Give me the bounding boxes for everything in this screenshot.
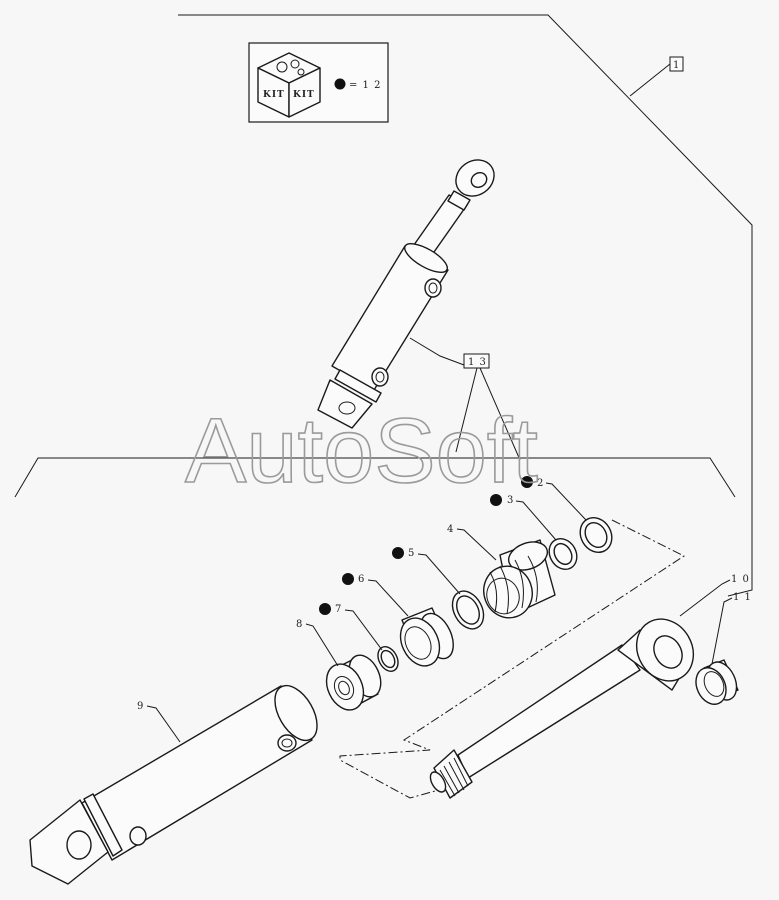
kit-dot-5 — [392, 547, 404, 559]
part-9-barrel — [29, 684, 318, 885]
svg-text:5: 5 — [408, 548, 415, 559]
kit-icon-text-right: KIT — [293, 90, 315, 100]
label-part-5: 5 — [392, 547, 461, 595]
svg-text:4: 4 — [447, 524, 454, 535]
svg-text:6: 6 — [358, 574, 365, 585]
label-part-4: 4 — [447, 524, 497, 561]
part-6-bushing — [399, 607, 454, 667]
kit-marker-dot — [334, 78, 346, 90]
kit-dot-3 — [490, 494, 502, 506]
label-part-2: 2 — [521, 476, 587, 521]
assembled-cylinder — [317, 159, 495, 429]
kit-legend: KIT KIT = 1 2 — [248, 42, 389, 123]
kit-legend-text: = 1 2 — [349, 80, 381, 91]
kit-icon: KIT KIT — [257, 52, 321, 118]
label-part-8: 8 — [296, 619, 339, 667]
label-part-7: 7 — [319, 603, 383, 651]
kit-dot-7 — [319, 603, 331, 615]
part-3-rod-seal — [548, 537, 578, 571]
svg-text:3: 3 — [507, 495, 514, 506]
part-7-o-ring — [377, 646, 399, 672]
svg-text:7: 7 — [335, 604, 342, 615]
svg-text:1 0: 1 0 — [731, 574, 750, 585]
callout-13: 1 3 — [409, 337, 521, 461]
label-part-6: 6 — [342, 573, 409, 617]
svg-text:1 1: 1 1 — [733, 592, 752, 603]
part-4-gland — [483, 539, 556, 619]
kit-dot-2 — [521, 476, 533, 488]
label-part-9: 9 — [137, 701, 181, 743]
assembly-path-line — [339, 519, 686, 799]
kit-dot-6 — [342, 573, 354, 585]
svg-text:9: 9 — [137, 701, 144, 712]
callout-1: 1 — [629, 56, 684, 97]
label-part-3: 3 — [490, 494, 557, 541]
part-8-piston — [325, 654, 382, 711]
svg-text:8: 8 — [296, 619, 303, 630]
label-part-10: 1 0 — [679, 574, 750, 617]
watermark-text: AutoSoft — [185, 400, 538, 502]
part-2-wiper-seal — [579, 517, 613, 553]
part-10-piston-rod — [429, 618, 695, 799]
assembly-bracket-line — [178, 14, 753, 597]
callout-13-label: 1 3 — [468, 357, 487, 368]
part-5-o-ring — [451, 590, 485, 630]
exploded-view-bracket-line — [14, 457, 736, 498]
kit-icon-text-left: KIT — [263, 90, 285, 100]
part-11-bush — [695, 659, 739, 705]
callout-1-label: 1 — [673, 60, 680, 71]
svg-text:2: 2 — [537, 478, 544, 489]
label-part-11: 1 1 — [711, 592, 752, 665]
